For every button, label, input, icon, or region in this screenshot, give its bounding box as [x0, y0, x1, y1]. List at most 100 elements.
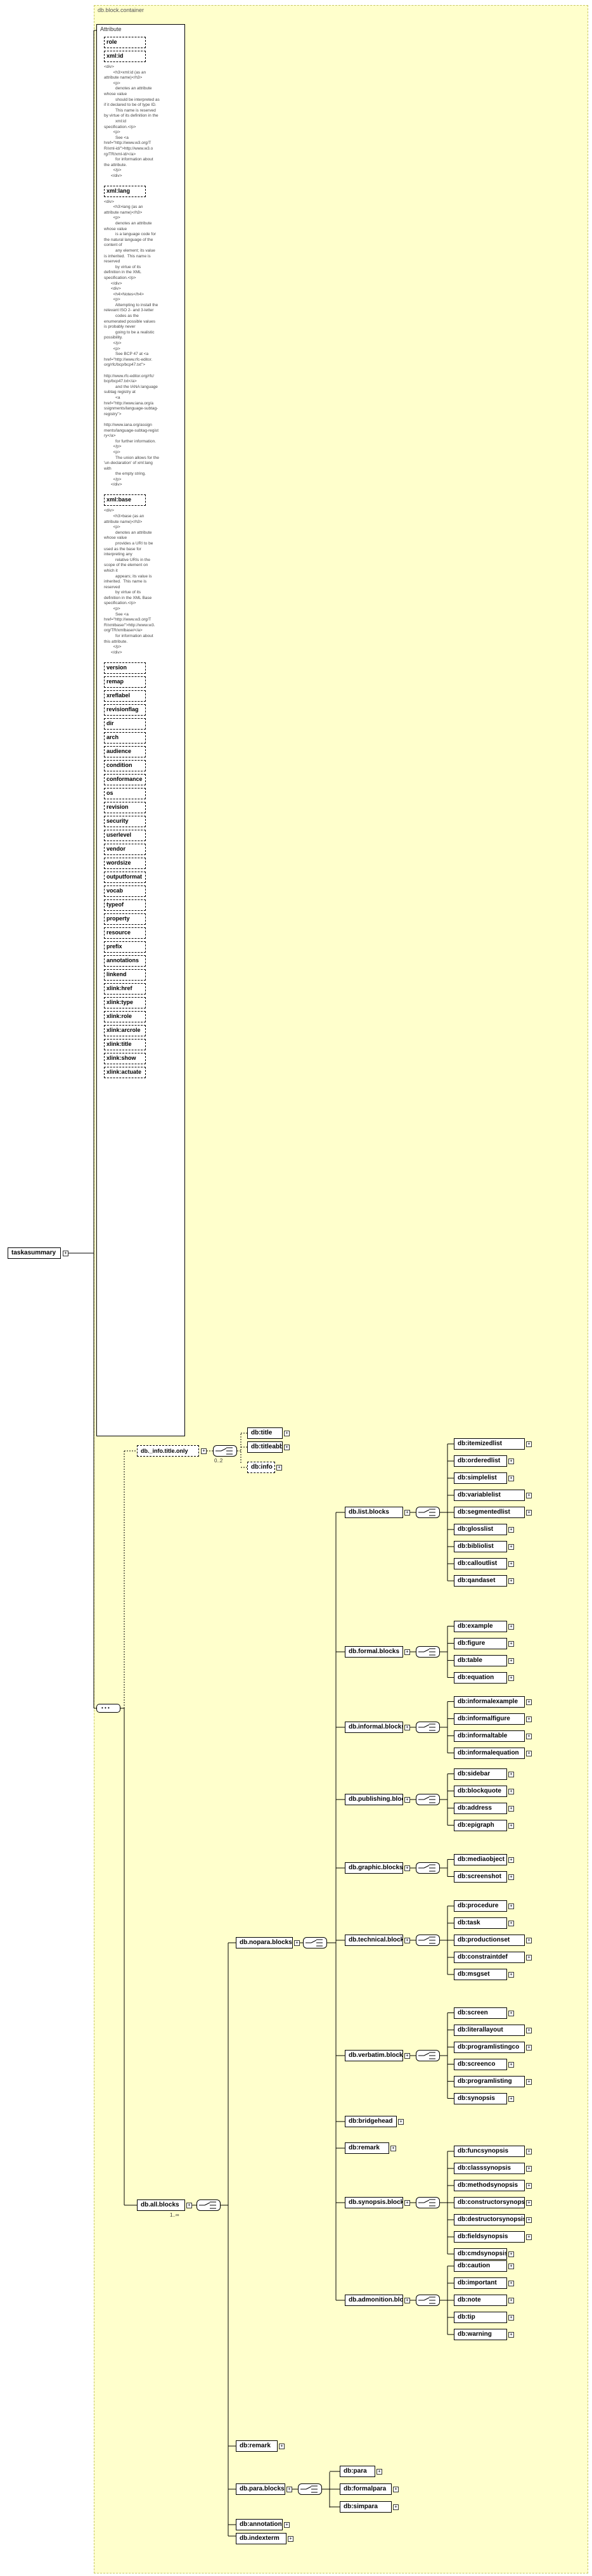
- expand-icon[interactable]: +: [508, 2332, 514, 2338]
- expand-icon[interactable]: +: [376, 2469, 382, 2475]
- group-db-formal-blocks[interactable]: db.formal.blocks: [345, 1646, 403, 1658]
- expand-icon[interactable]: +: [508, 1675, 514, 1681]
- expand-icon[interactable]: +: [526, 1938, 532, 1943]
- group-para-blocks[interactable]: db.para.blocks: [236, 2483, 285, 2495]
- attribute-typeof[interactable]: typeof: [104, 899, 146, 911]
- attribute-property[interactable]: property: [104, 913, 146, 925]
- element-db-screenshot[interactable]: db:screenshot: [454, 1871, 507, 1883]
- group-db-technical-blocks[interactable]: db.technical.blocks: [345, 1935, 403, 1946]
- expand-icon[interactable]: +: [526, 2217, 532, 2223]
- group-all-blocks[interactable]: db.all.blocks: [137, 2199, 185, 2211]
- expand-icon[interactable]: +: [526, 1493, 532, 1498]
- element-db-productionset[interactable]: db:productionset: [454, 1935, 525, 1946]
- element-db-indexterm[interactable]: db.indexterm: [236, 2533, 286, 2544]
- expand-icon[interactable]: +: [284, 2522, 290, 2528]
- element-db-variablelist[interactable]: db:variablelist: [454, 1490, 525, 1501]
- element-db-task[interactable]: db:task: [454, 1917, 507, 1929]
- attribute-xml-id[interactable]: xml:id: [104, 51, 146, 62]
- expand-icon[interactable]: +: [508, 2315, 514, 2321]
- expand-icon[interactable]: +: [526, 2166, 532, 2172]
- expand-icon[interactable]: +: [404, 2053, 410, 2059]
- expand-icon[interactable]: +: [393, 2487, 399, 2492]
- expand-icon[interactable]: +: [508, 1788, 514, 1794]
- element-db-tip[interactable]: db:tip: [454, 2312, 507, 2323]
- expand-icon[interactable]: +: [508, 1921, 514, 1926]
- element-db-remark[interactable]: db:remark: [236, 2440, 278, 2452]
- attribute-dir[interactable]: dir: [104, 718, 146, 730]
- group-info-title-only[interactable]: db._info.title.only: [137, 1445, 199, 1457]
- attribute-audience[interactable]: audience: [104, 745, 146, 757]
- group-db-synopsis-blocks[interactable]: db.synopsis.blocks: [345, 2197, 403, 2208]
- expand-icon[interactable]: +: [63, 1251, 68, 1256]
- group-db-graphic-blocks[interactable]: db.graphic.blocks: [345, 1862, 403, 1874]
- element-db-warning[interactable]: db:warning: [454, 2329, 507, 2340]
- expand-icon[interactable]: +: [201, 1448, 207, 1454]
- expand-icon[interactable]: +: [294, 1940, 300, 1946]
- element-db-screenco[interactable]: db:screenco: [454, 2058, 507, 2070]
- expand-icon[interactable]: +: [508, 2061, 514, 2068]
- element-db-msgset[interactable]: db:msgset: [454, 1969, 507, 1980]
- attribute-vendor[interactable]: vendor: [104, 843, 146, 855]
- element-db-bibliolist[interactable]: db:bibliolist: [454, 1541, 507, 1552]
- element-db-constraintdef[interactable]: db:constraintdef: [454, 1952, 525, 1963]
- element-db-qandaset[interactable]: db:qandaset: [454, 1575, 507, 1587]
- expand-icon[interactable]: +: [526, 1733, 532, 1739]
- expand-icon[interactable]: +: [186, 2203, 192, 2208]
- attribute-version[interactable]: version: [104, 662, 146, 674]
- expand-icon[interactable]: +: [508, 1857, 514, 1863]
- group-db-publishing-blocks[interactable]: db.publishing.blocks: [345, 1794, 403, 1805]
- attribute-xml-base[interactable]: xml:base: [104, 494, 146, 506]
- element-db-address[interactable]: db:address: [454, 1802, 507, 1814]
- attribute-vocab[interactable]: vocab: [104, 885, 146, 897]
- group-db-verbatim-blocks[interactable]: db.verbatim.blocks: [345, 2050, 403, 2061]
- element-db-annotation[interactable]: db:annotation: [236, 2519, 283, 2530]
- element-db-literallayout[interactable]: db:literallayout: [454, 2024, 525, 2036]
- element-db-equation[interactable]: db:equation: [454, 1671, 507, 1684]
- attribute-xlink-arcrole[interactable]: xlink:arcrole: [104, 1024, 146, 1036]
- expand-icon[interactable]: +: [526, 1750, 532, 1756]
- expand-icon[interactable]: +: [404, 1725, 410, 1730]
- title-child-db-title[interactable]: db:title: [247, 1427, 283, 1439]
- element-db-epigraph[interactable]: db:epigraph: [454, 1819, 507, 1831]
- expand-icon[interactable]: +: [404, 2200, 410, 2206]
- attribute-remap[interactable]: remap: [104, 676, 146, 688]
- expand-icon[interactable]: +: [508, 1459, 514, 1464]
- expand-icon[interactable]: +: [526, 2183, 532, 2189]
- expand-icon[interactable]: +: [508, 1805, 514, 1812]
- attribute-xlink-title[interactable]: xlink:title: [104, 1038, 146, 1050]
- element-db-glosslist[interactable]: db:glosslist: [454, 1524, 507, 1535]
- attribute-conformance[interactable]: conformance: [104, 773, 146, 785]
- expand-icon[interactable]: +: [508, 1623, 514, 1630]
- element-db-funcsynopsis[interactable]: db:funcsynopsis: [454, 2146, 525, 2157]
- element-db-mediaobject[interactable]: db:mediaobject: [454, 1853, 507, 1865]
- expand-icon[interactable]: +: [390, 2146, 396, 2151]
- attribute-condition[interactable]: condition: [104, 759, 146, 771]
- element-db-simplelist[interactable]: db:simplelist: [454, 1472, 507, 1484]
- root-element-taskasummary[interactable]: taskasummary: [8, 1247, 61, 1259]
- expand-icon[interactable]: +: [526, 1510, 532, 1516]
- expand-icon[interactable]: +: [526, 1699, 532, 1705]
- element-db-important[interactable]: db:important: [454, 2277, 507, 2289]
- expand-icon[interactable]: +: [508, 1822, 514, 1829]
- attribute-xml-lang[interactable]: xml:lang: [104, 185, 146, 197]
- element-db-classsynopsis[interactable]: db:classsynopsis: [454, 2163, 525, 2174]
- element-db-programlisting[interactable]: db:programlisting: [454, 2075, 525, 2087]
- info-element[interactable]: db:info: [247, 1462, 275, 1473]
- element-db-informaltable[interactable]: db:informaltable: [454, 1730, 525, 1742]
- attribute-xlink-href[interactable]: xlink:href: [104, 982, 146, 995]
- expand-icon[interactable]: +: [526, 1955, 532, 1961]
- attribute-role[interactable]: role: [104, 37, 146, 48]
- attribute-linkend[interactable]: linkend: [104, 969, 146, 981]
- expand-icon[interactable]: +: [508, 1771, 514, 1777]
- expand-icon[interactable]: +: [526, 2149, 532, 2154]
- element-db-blockquote[interactable]: db:blockquote: [454, 1785, 507, 1797]
- group-db-informal-blocks[interactable]: db.informal.blocks: [345, 1722, 403, 1733]
- expand-icon[interactable]: +: [526, 2234, 532, 2240]
- expand-icon[interactable]: +: [508, 1658, 514, 1664]
- attribute-revisionflag[interactable]: revisionflag: [104, 704, 146, 716]
- expand-icon[interactable]: +: [404, 1797, 410, 1803]
- attribute-xlink-role[interactable]: xlink:role: [104, 1010, 146, 1022]
- expand-icon[interactable]: +: [508, 2281, 514, 2286]
- attribute-wordsize[interactable]: wordsize: [104, 857, 146, 869]
- expand-icon[interactable]: +: [508, 1903, 514, 1909]
